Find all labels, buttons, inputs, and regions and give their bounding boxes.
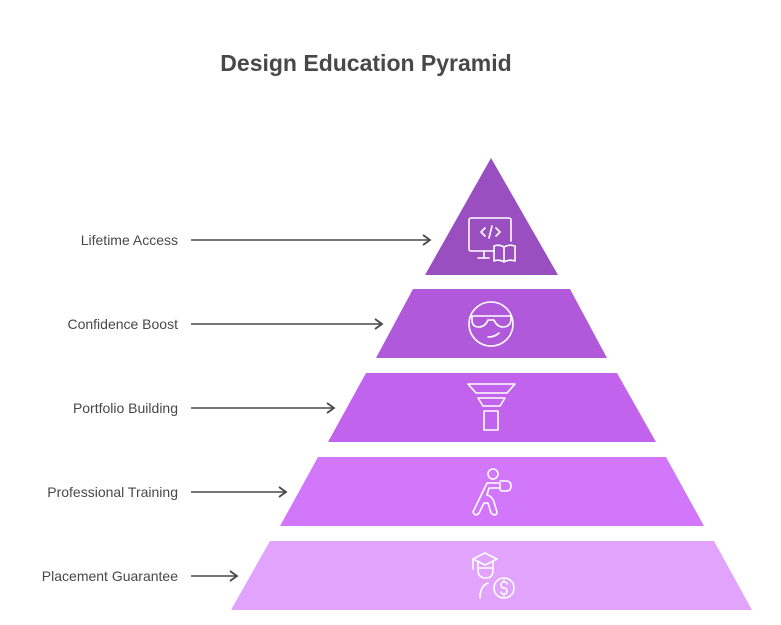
- page-title: Design Education Pyramid: [220, 50, 512, 76]
- pyramid-tier-professional-training: [280, 457, 704, 526]
- graduate-dollar-icon: [472, 552, 515, 599]
- label-lifetime-access: Lifetime Access: [80, 232, 178, 248]
- label-confidence-boost: Confidence Boost: [67, 316, 178, 332]
- pyramid-tier-lifetime-access: [425, 158, 558, 275]
- pyramid-tier-confidence-boost: [376, 289, 607, 358]
- label-placement-guarantee: Placement Guarantee: [41, 568, 178, 584]
- pyramid-tier-portfolio-building: [328, 373, 656, 442]
- monitor-code-book-icon: [468, 217, 516, 263]
- boxing-person-icon: [472, 468, 512, 516]
- funnel-stack-icon: [467, 383, 516, 431]
- sunglasses-face-icon: [468, 301, 514, 347]
- pyramid-tier-placement-guarantee: [231, 541, 752, 610]
- label-portfolio-building: Portfolio Building: [72, 400, 178, 416]
- label-professional-training: Professional Training: [47, 484, 178, 500]
